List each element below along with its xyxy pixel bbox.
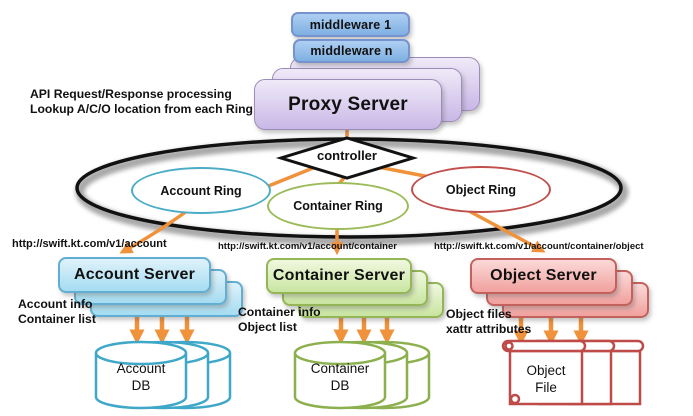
api-annotation: API Request/Response processing Lookup A… (30, 87, 253, 116)
object-server-box: Object Server (470, 258, 617, 294)
account-ring-label: Account Ring (160, 183, 242, 198)
controller-to-account-ring-line (265, 164, 319, 189)
account-server-note: Account info Container list (18, 297, 96, 327)
account-server-box: Account Server (58, 257, 211, 293)
storage-line: DB (131, 378, 151, 393)
note-line: Container info (238, 305, 321, 319)
db-cylinder (94, 340, 188, 410)
proxy-server-box: Proxy Server (254, 79, 442, 130)
db-cylinder (293, 340, 387, 410)
object-file-scrolls (501, 339, 645, 406)
account-url: http://swift.kt.com/v1/account (12, 238, 167, 250)
proxy-server-label: Proxy Server (288, 93, 408, 115)
storage-line: DB (330, 378, 350, 393)
account-db-label: Account DB (96, 360, 186, 394)
object-ring-label: Object Ring (445, 182, 517, 197)
storage-line: Account (116, 361, 166, 376)
account-server-label: Account Server (73, 266, 196, 283)
account-db-cylinders (94, 340, 232, 410)
note-line: Container list (18, 312, 96, 326)
annotation-line-2: Lookup A/C/O location from each Ring (30, 101, 253, 116)
object-server-note: Object files xattr attributes (446, 307, 531, 337)
container-ring-label: Container Ring (293, 199, 383, 213)
container-url: http://swift.kt.com/v1/account/container (218, 241, 397, 252)
note-line: Account info (18, 297, 93, 311)
storage-line: File (535, 380, 557, 395)
container-ring-ellipse: Container Ring (267, 182, 409, 230)
container-server-box: Container Server (266, 258, 412, 294)
middleware-1-label: middleware 1 (309, 17, 392, 32)
container-server-label: Container Server (272, 267, 406, 284)
object-ring-to-server-arrow (468, 209, 546, 253)
storage-line: Container (310, 361, 370, 376)
annotation-line-1: API Request/Response processing (30, 87, 232, 101)
container-server-note: Container info Object list (238, 305, 321, 335)
object-server-label: Object Server (490, 267, 597, 284)
middleware-n-label: middleware n (310, 44, 393, 58)
file-scroll (501, 339, 587, 406)
container-db-cylinders (293, 340, 431, 410)
account-ring-to-server-arrow (119, 209, 189, 254)
container-db-label: Container DB (295, 360, 385, 394)
account-ring-ellipse: Account Ring (131, 167, 271, 214)
storage-line: Object (526, 363, 566, 378)
note-line: xattr attributes (446, 322, 532, 336)
middleware-1-box: middleware 1 (291, 12, 410, 37)
object-file-label: Object File (508, 362, 584, 396)
note-line: Object files (446, 307, 512, 321)
controller-to-object-ring-line (377, 165, 431, 179)
controller-label: controller (317, 148, 377, 163)
object-url: http://swift.kt.com/v1/account/container… (434, 241, 644, 252)
object-ring-ellipse: Object Ring (411, 166, 551, 213)
controller-diamond (275, 136, 419, 180)
middleware-n-box: middleware n (293, 39, 410, 63)
note-line: Object list (238, 320, 297, 334)
